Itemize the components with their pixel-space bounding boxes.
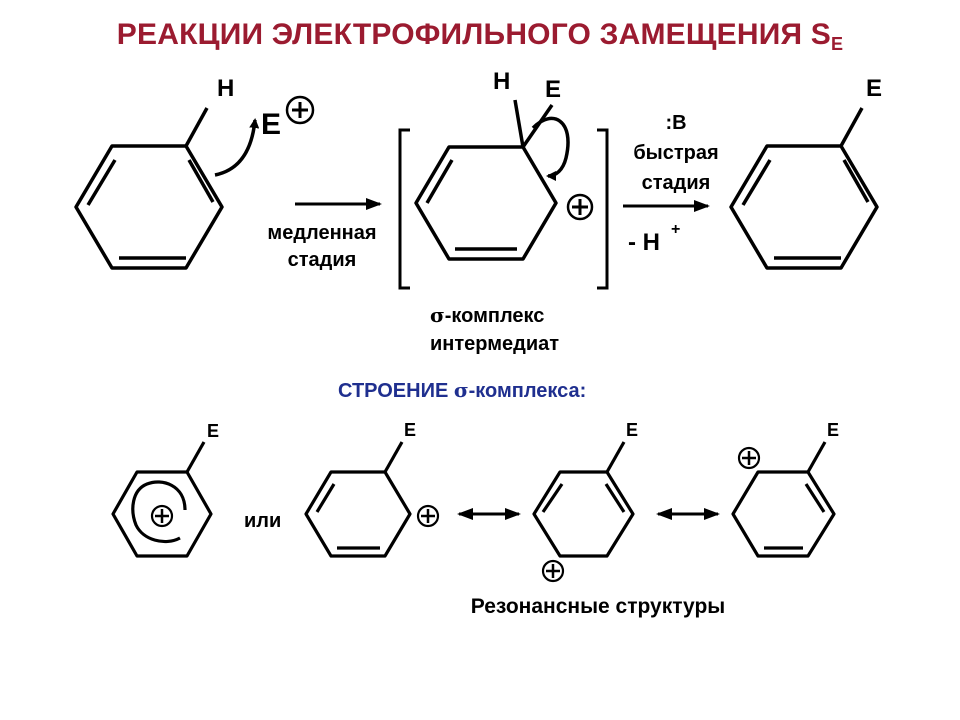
sigma-complex	[414, 99, 558, 261]
structure-heading-sigma: σ	[454, 378, 469, 402]
base-label: :B	[665, 112, 686, 134]
bracket-left	[398, 128, 410, 290]
structure-heading-suffix: -комплекса:	[469, 380, 587, 402]
resonance-caption: Резонансные структуры	[471, 595, 725, 618]
res3-e-label: E	[827, 420, 839, 440]
res1-e-label: E	[404, 420, 416, 440]
attack-arrow	[214, 118, 260, 177]
electrophile-plus-icon	[285, 95, 315, 125]
product-e-label: E	[866, 75, 882, 102]
sigma-e-label: E	[545, 76, 561, 103]
structure-heading-prefix: СТРОЕНИЕ	[338, 380, 454, 402]
resonance-structure-2	[532, 441, 635, 558]
benzene-reactant	[74, 107, 224, 270]
proton-loss-arrow	[531, 116, 570, 181]
reactant-h-label: H	[217, 75, 234, 102]
res2-plus-icon	[541, 559, 565, 583]
benzene-product	[729, 107, 879, 270]
resonance-structure-1	[304, 441, 412, 558]
res2-e-label: E	[626, 420, 638, 440]
sigma-caption-line2: интермедиат	[430, 333, 559, 355]
res3-plus-icon	[737, 446, 761, 470]
title-main: РЕАКЦИИ ЭЛЕКТРОФИЛЬНОГО ЗАМЕЩЕНИЯ S	[116, 18, 831, 51]
minus-h-label: - H	[628, 229, 660, 256]
structure-heading: СТРОЕНИЕ σ-комплекса:	[338, 378, 586, 402]
h-plus-superscript: +	[671, 221, 680, 238]
resonance-structure-3	[731, 441, 836, 558]
slide-title: РЕАКЦИИ ЭЛЕКТРОФИЛЬНОГО ЗАМЕЩЕНИЯ SE	[0, 18, 960, 55]
electrophile-e-label: E	[261, 108, 281, 141]
fast-step-line1: быстрая	[633, 142, 718, 164]
sigma-symbol: σ	[430, 303, 445, 327]
bracket-right	[597, 128, 609, 290]
deloc-e-label: E	[207, 421, 219, 441]
sigma-caption-line1: σ-комплекс	[430, 303, 544, 327]
delocalized-sigma-complex	[111, 441, 213, 558]
or-label: или	[244, 510, 281, 532]
fast-step-line2: стадия	[642, 172, 711, 194]
sigma-caption-text: -комплекс	[445, 305, 545, 327]
deloc-plus-icon	[150, 504, 174, 528]
title-subscript: E	[830, 34, 844, 54]
slow-step-line2: стадия	[288, 249, 357, 271]
sigma-plus-icon	[566, 193, 594, 221]
slow-step-line1: медленная	[267, 222, 376, 244]
res1-plus-icon	[416, 504, 440, 528]
sigma-h-label: H	[493, 68, 510, 95]
